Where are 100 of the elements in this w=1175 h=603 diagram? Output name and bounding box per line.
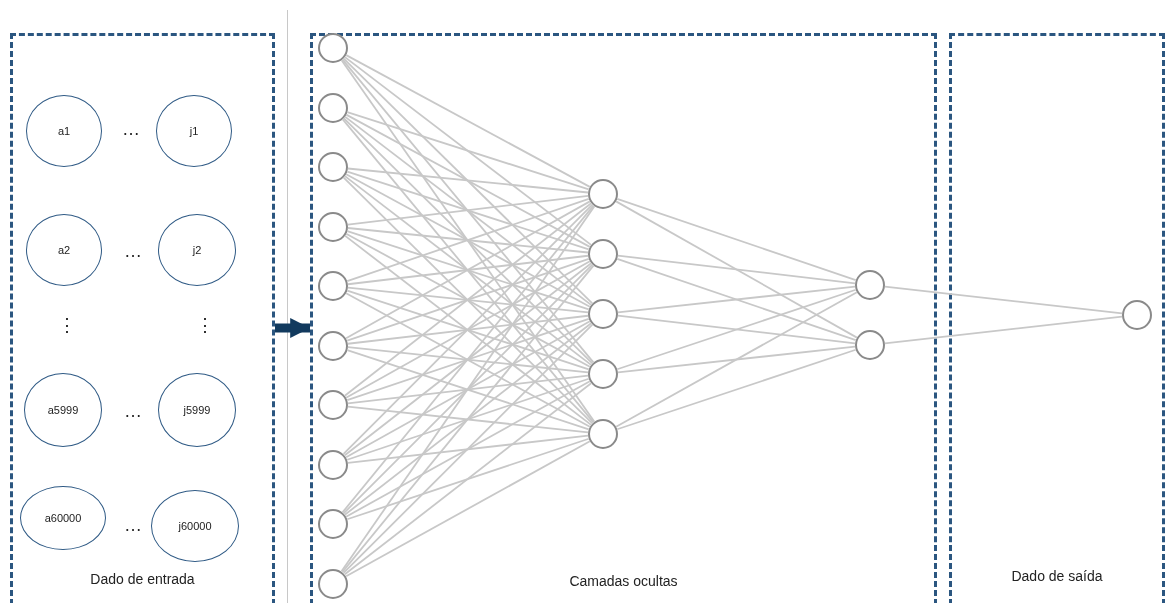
connection-line (341, 204, 595, 514)
input-ellipse: j2 (158, 214, 236, 286)
connection-line (343, 262, 593, 457)
ellipsis-mark: … (122, 120, 140, 138)
ellipsis-mark: ⋮ (58, 316, 76, 334)
connection-line (342, 263, 594, 515)
neuron-circle (318, 449, 348, 480)
dashed-group-box (10, 33, 275, 603)
connection-line (346, 377, 590, 461)
connection-line (342, 176, 594, 425)
ellipsis-mark: ⋮ (196, 316, 214, 334)
neuron-circle (588, 299, 618, 329)
neuron-circle (1122, 300, 1152, 330)
connection-line (617, 254, 856, 285)
connection-line (345, 232, 591, 368)
input-ellipse: a60000 (20, 486, 106, 550)
connection-line (342, 323, 594, 574)
input-ellipse: a2 (26, 214, 102, 286)
neuron-circle (318, 271, 348, 301)
neuron-circle (855, 270, 885, 300)
input-ellipse: a5999 (24, 373, 102, 447)
connection-line (345, 113, 591, 248)
connection-line (345, 260, 591, 399)
dashed-group-box (949, 33, 1165, 603)
neuron-circle (588, 359, 618, 389)
connection-line (346, 170, 590, 251)
connection-line (345, 292, 591, 428)
connection-line (346, 197, 590, 283)
connection-line (347, 434, 589, 464)
connection-line (884, 315, 1123, 345)
connection-line (616, 197, 857, 282)
connection-line (345, 173, 591, 308)
neuron-circle (318, 509, 348, 539)
ellipsis-mark: … (124, 516, 142, 534)
ellipsis-mark: … (124, 242, 142, 260)
neuron-circle (588, 239, 618, 269)
neuron-circle (318, 211, 348, 242)
connection-line (342, 203, 594, 455)
connection-line (346, 289, 590, 371)
connection-line (347, 167, 589, 194)
neuron-circle (318, 330, 348, 361)
connection-line (346, 349, 590, 431)
dashed-group-box (310, 33, 937, 603)
connection-line (341, 118, 595, 424)
connection-line (346, 257, 590, 342)
connection-line (347, 227, 589, 254)
connection-line (347, 194, 589, 226)
connection-line (616, 348, 857, 431)
neuron-circle (588, 179, 618, 209)
connection-line (347, 254, 589, 286)
connection-line (344, 56, 592, 246)
connection-line (345, 320, 591, 459)
connection-line (342, 117, 594, 365)
connection-line (884, 285, 1123, 315)
connection-line (343, 382, 593, 576)
neuron-circle (318, 92, 348, 123)
connection-line (617, 314, 856, 345)
connection-line (343, 202, 593, 397)
connection-line (347, 346, 589, 374)
neuron-circle (318, 568, 348, 599)
neuron-circle (318, 390, 348, 420)
connection-line (343, 322, 593, 516)
connection-line (345, 200, 591, 340)
connection-line (616, 288, 857, 371)
connection-line (345, 380, 591, 518)
input-ellipse: j60000 (151, 490, 239, 562)
group-title: Dado de entrada (90, 571, 195, 587)
connection-line (347, 405, 589, 434)
connection-line (617, 285, 856, 314)
connection-line (341, 264, 595, 573)
connection-line (615, 291, 858, 428)
neuron-circle (318, 33, 348, 63)
connection-line (347, 286, 589, 314)
connection-line (617, 345, 856, 374)
connection-line (341, 58, 595, 364)
connection-line (346, 317, 590, 402)
input-ellipse: a1 (26, 95, 102, 167)
connection-line (345, 54, 591, 188)
connection-line (340, 59, 596, 423)
connection-line (342, 57, 594, 305)
ellipsis-mark: … (124, 402, 142, 420)
group-title: Camadas ocultas (569, 573, 678, 589)
connection-line (346, 230, 590, 311)
connection-line (346, 111, 590, 191)
connection-line (615, 200, 858, 339)
neuron-circle (318, 152, 348, 182)
input-ellipse: j1 (156, 95, 232, 167)
connection-line (346, 437, 590, 521)
connection-line (616, 257, 857, 342)
connection-line (347, 374, 589, 405)
arrow (275, 318, 310, 338)
connection-line (345, 440, 591, 578)
input-ellipse: j5999 (158, 373, 236, 447)
connection-line (344, 175, 592, 366)
connection-line (344, 234, 592, 426)
connection-line (340, 205, 596, 573)
group-title: Dado de saída (1011, 568, 1103, 584)
neuron-circle (855, 330, 885, 360)
neuron-circle (588, 419, 618, 449)
connection-line (347, 314, 589, 345)
